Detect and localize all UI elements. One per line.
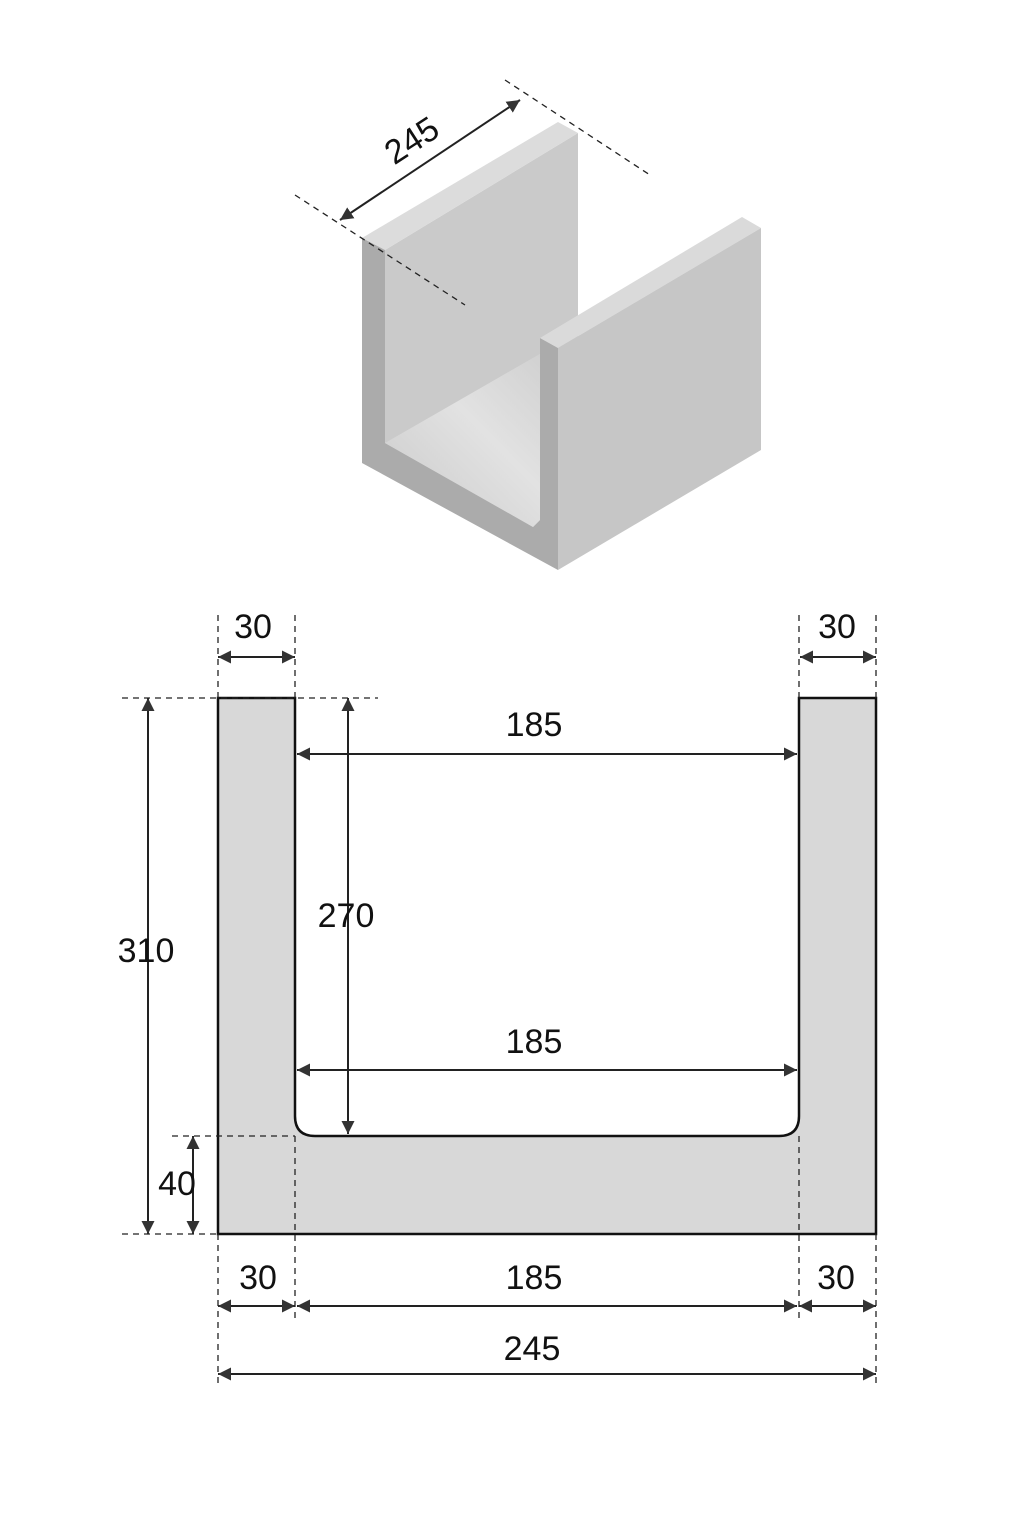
inner-width-top-label: 185 (506, 706, 563, 744)
top-left-wall-label: 30 (234, 608, 272, 646)
depth-label: 245 (378, 109, 446, 172)
inner-depth-label: 270 (318, 897, 375, 935)
extension-line (504, 79, 651, 176)
right-wall-outer-face (558, 228, 761, 570)
channel-floor (385, 332, 578, 527)
top-right-wall-label: 30 (818, 608, 856, 646)
depth-dimension-line (339, 99, 521, 221)
section-view: 30 30 185 270 310 185 40 30 185 30 245 (118, 608, 878, 1386)
extension-line (294, 194, 466, 306)
u-section-shape (216, 696, 878, 1236)
total-width-label: 245 (504, 1330, 561, 1368)
dimension-lines (141, 650, 876, 1381)
right-wall-top (540, 217, 761, 348)
bottom-right-wall-label: 30 (817, 1259, 855, 1297)
extension-lines (122, 615, 877, 1386)
bottom-inner-label: 185 (506, 1259, 563, 1297)
front-section-face (362, 238, 558, 570)
bottom-left-wall-label: 30 (239, 1259, 277, 1297)
total-height-label: 310 (118, 932, 175, 970)
base-thickness-label: 40 (158, 1165, 196, 1203)
isometric-view: 245 (294, 79, 761, 570)
inner-width-bottom-label: 185 (506, 1023, 563, 1061)
